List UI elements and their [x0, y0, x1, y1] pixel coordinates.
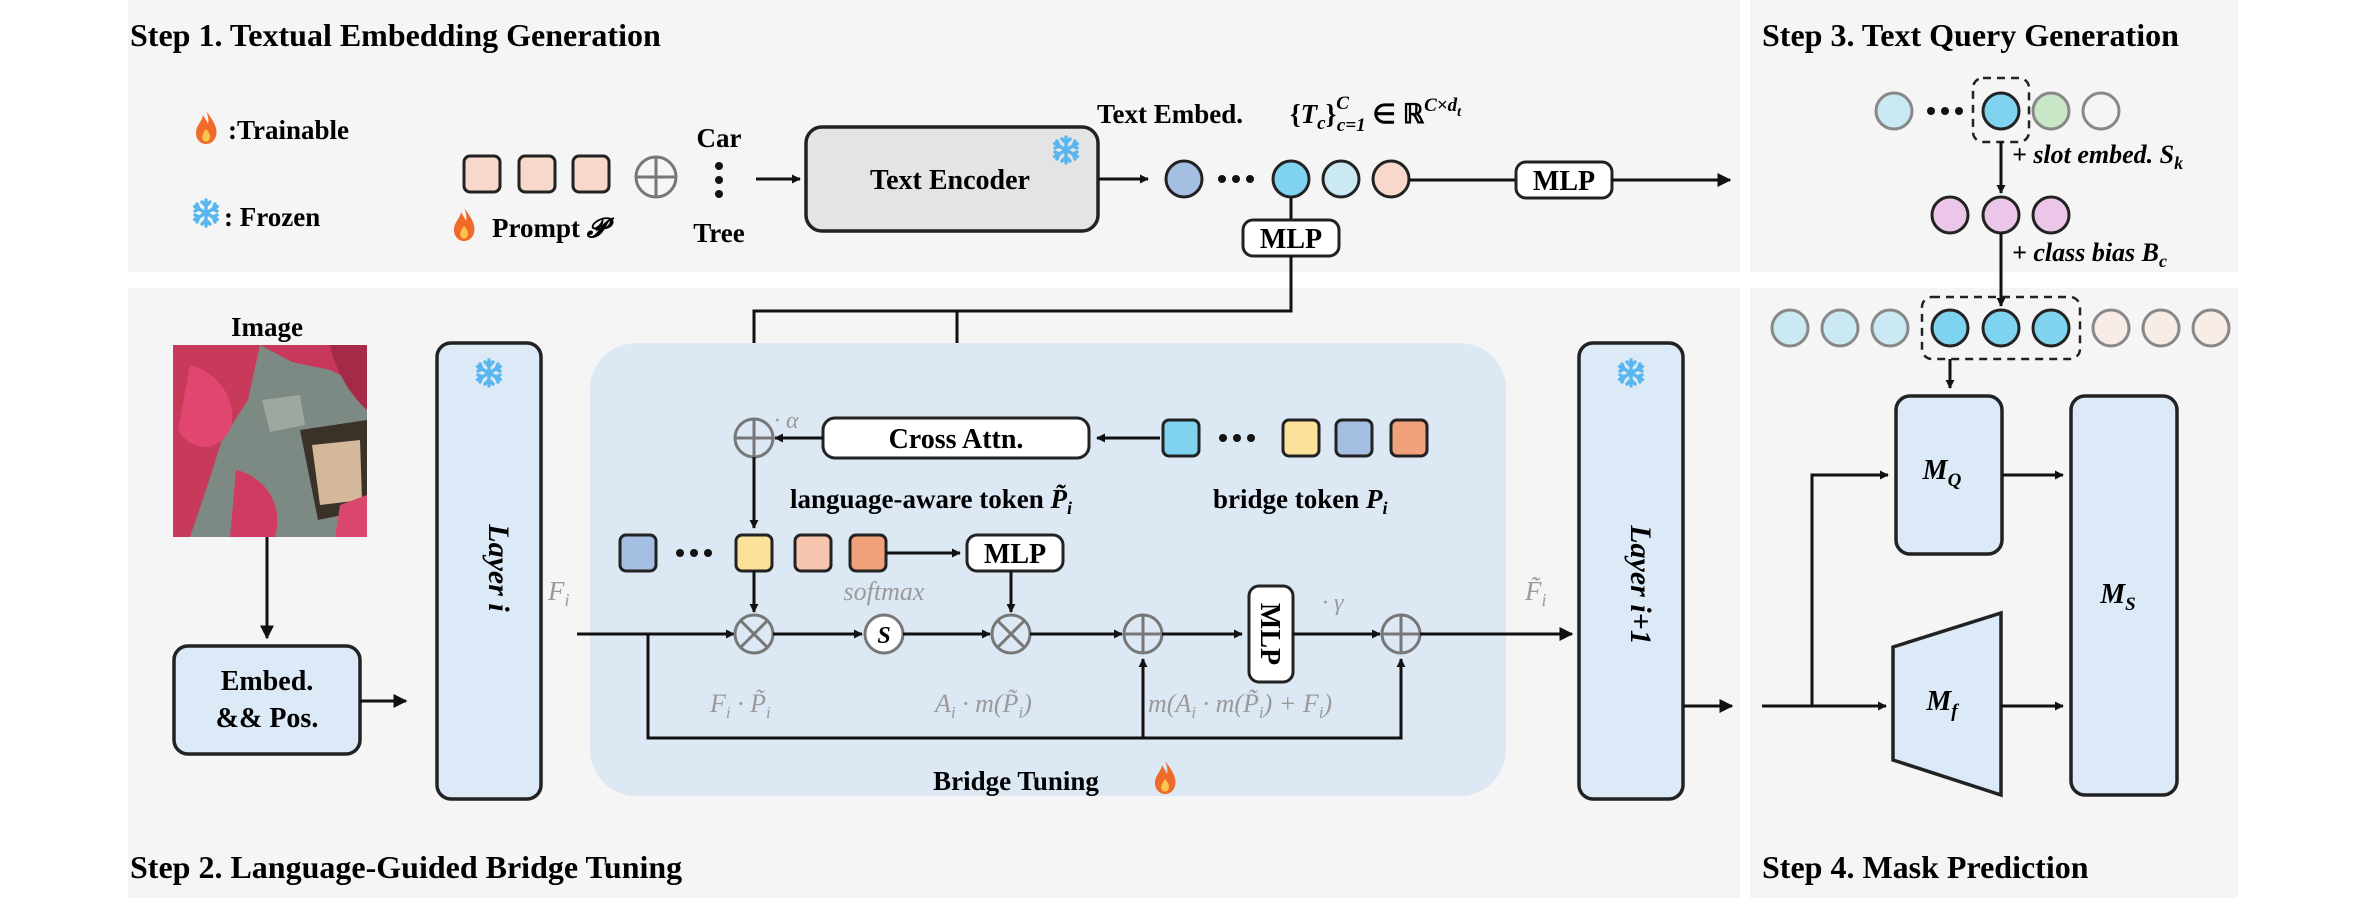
- alpha-label: · α: [774, 408, 799, 434]
- bridge-token: [1389, 418, 1429, 458]
- cross-attn-label: Cross Attn.: [889, 424, 1024, 455]
- class-name-tree: Tree: [693, 218, 744, 248]
- vertical-ellipsis-icon: [715, 162, 723, 198]
- legend-frozen: : Frozen: [224, 202, 320, 232]
- class-query-row: [1770, 308, 2231, 348]
- query-token: [1874, 91, 1914, 131]
- ai-mpi-label: Ai · m(P̃i): [933, 689, 1032, 722]
- slot-token: [2031, 195, 2071, 235]
- slot-query-row: [1930, 195, 2071, 235]
- ellipsis-icon: [1218, 175, 1254, 183]
- embed-token: [1271, 159, 1311, 199]
- prompt-tokens: [462, 154, 611, 194]
- la-token: [618, 533, 658, 573]
- query-token: [2081, 91, 2121, 131]
- embed-pos-line2: && Pos.: [216, 703, 319, 734]
- ellipsis-icon: [1219, 434, 1255, 442]
- bridge-tuning-label: Bridge Tuning: [933, 766, 1099, 796]
- la-token: [734, 533, 774, 573]
- gamma-label: · γ: [1322, 590, 1344, 616]
- bridge-token: [1281, 418, 1321, 458]
- class-name-car: Car: [697, 123, 742, 153]
- prompt-token: [462, 154, 502, 194]
- softmax-label: softmax: [844, 577, 925, 606]
- layer-i1-label: Layer i+1: [1624, 524, 1657, 645]
- class-query: [2031, 308, 2071, 348]
- ms-box: [2069, 394, 2179, 797]
- class-query: [1870, 308, 1910, 348]
- text-embed-tokens: [1164, 159, 1411, 199]
- la-token: [793, 533, 833, 573]
- step2-title: Step 2. Language-Guided Bridge Tuning: [130, 849, 682, 885]
- embed-token: [1321, 159, 1361, 199]
- f-i-label: Fi: [547, 576, 570, 610]
- fi-pi-label: Fi · P̃i: [709, 689, 771, 722]
- image-label: Image: [231, 312, 303, 342]
- slot-embed-label: + slot embed. Sk: [2012, 140, 2183, 173]
- embed-token: [1371, 159, 1411, 199]
- layer-i1-box: [1577, 341, 1685, 801]
- embed-pos-box: [172, 644, 362, 756]
- softmax-symbol: S: [877, 623, 890, 649]
- text-embed-label: Text Embed.: [1097, 99, 1243, 129]
- feature-to-mq-line: [1810, 470, 1889, 706]
- class-query: [1930, 308, 1970, 348]
- m-expr-label: m(Ai · m(P̃i) + Fi): [1148, 689, 1332, 722]
- f-i-tilde-label: F̃i: [1524, 576, 1547, 610]
- text-encoder-label: Text Encoder: [870, 165, 1030, 196]
- plus-node: [1122, 613, 1164, 655]
- ellipsis-icon: [1927, 107, 1963, 115]
- bridge-token-label: bridge token Pi: [1213, 484, 1388, 518]
- bridge-token: [1334, 418, 1374, 458]
- mlp-down-label: MLP: [1260, 224, 1322, 255]
- class-query: [1770, 308, 1810, 348]
- class-query: [2141, 308, 2181, 348]
- layer-i-label: Layer i: [482, 523, 515, 612]
- la-token: [848, 533, 888, 573]
- language-aware-tokens: [618, 533, 888, 573]
- bridge-tokens: [1161, 418, 1429, 458]
- query-token: [2031, 91, 2071, 131]
- ellipsis-icon: [676, 549, 712, 557]
- mlp-step1-label: MLP: [1533, 166, 1595, 197]
- prompt-token: [517, 154, 557, 194]
- prompt-label: Prompt 𝓟: [492, 213, 615, 243]
- input-image: [173, 345, 367, 537]
- concat-plus-icon: [634, 155, 678, 199]
- residual-skip-line: [646, 634, 1406, 740]
- step1-title: Step 1. Textual Embedding Generation: [130, 17, 661, 53]
- mf-trapezoid: [1891, 610, 2003, 798]
- selected-class-query-box: [1920, 295, 2082, 361]
- mlp-small-box: [965, 533, 1065, 573]
- class-query: [2191, 308, 2231, 348]
- class-query: [2091, 308, 2131, 348]
- embed-token: [1164, 159, 1204, 199]
- class-query: [1820, 308, 1860, 348]
- plus-alpha-node: [733, 417, 775, 459]
- plus-node: [1380, 613, 1422, 655]
- mlp-small-label: MLP: [984, 539, 1046, 570]
- step4-title: Step 4. Mask Prediction: [1762, 849, 2089, 885]
- embed-pos-line1: Embed.: [221, 666, 314, 697]
- prompt-token: [571, 154, 611, 194]
- mlp-vertical-label: MLP: [1254, 603, 1285, 665]
- query-token: [1981, 91, 2021, 131]
- layer-i-box: [435, 341, 543, 801]
- legend-trainable: :Trainable: [228, 115, 349, 145]
- slot-token: [1930, 195, 1970, 235]
- bridge-token: [1161, 418, 1201, 458]
- language-aware-token-label: language-aware token P̃i: [790, 484, 1072, 518]
- text-query-row1: [1874, 91, 2121, 131]
- class-query: [1981, 308, 2021, 348]
- class-bias-label: + class bias Bc: [2012, 238, 2167, 271]
- step3-title: Step 3. Text Query Generation: [1762, 17, 2179, 53]
- slot-token: [1981, 195, 2021, 235]
